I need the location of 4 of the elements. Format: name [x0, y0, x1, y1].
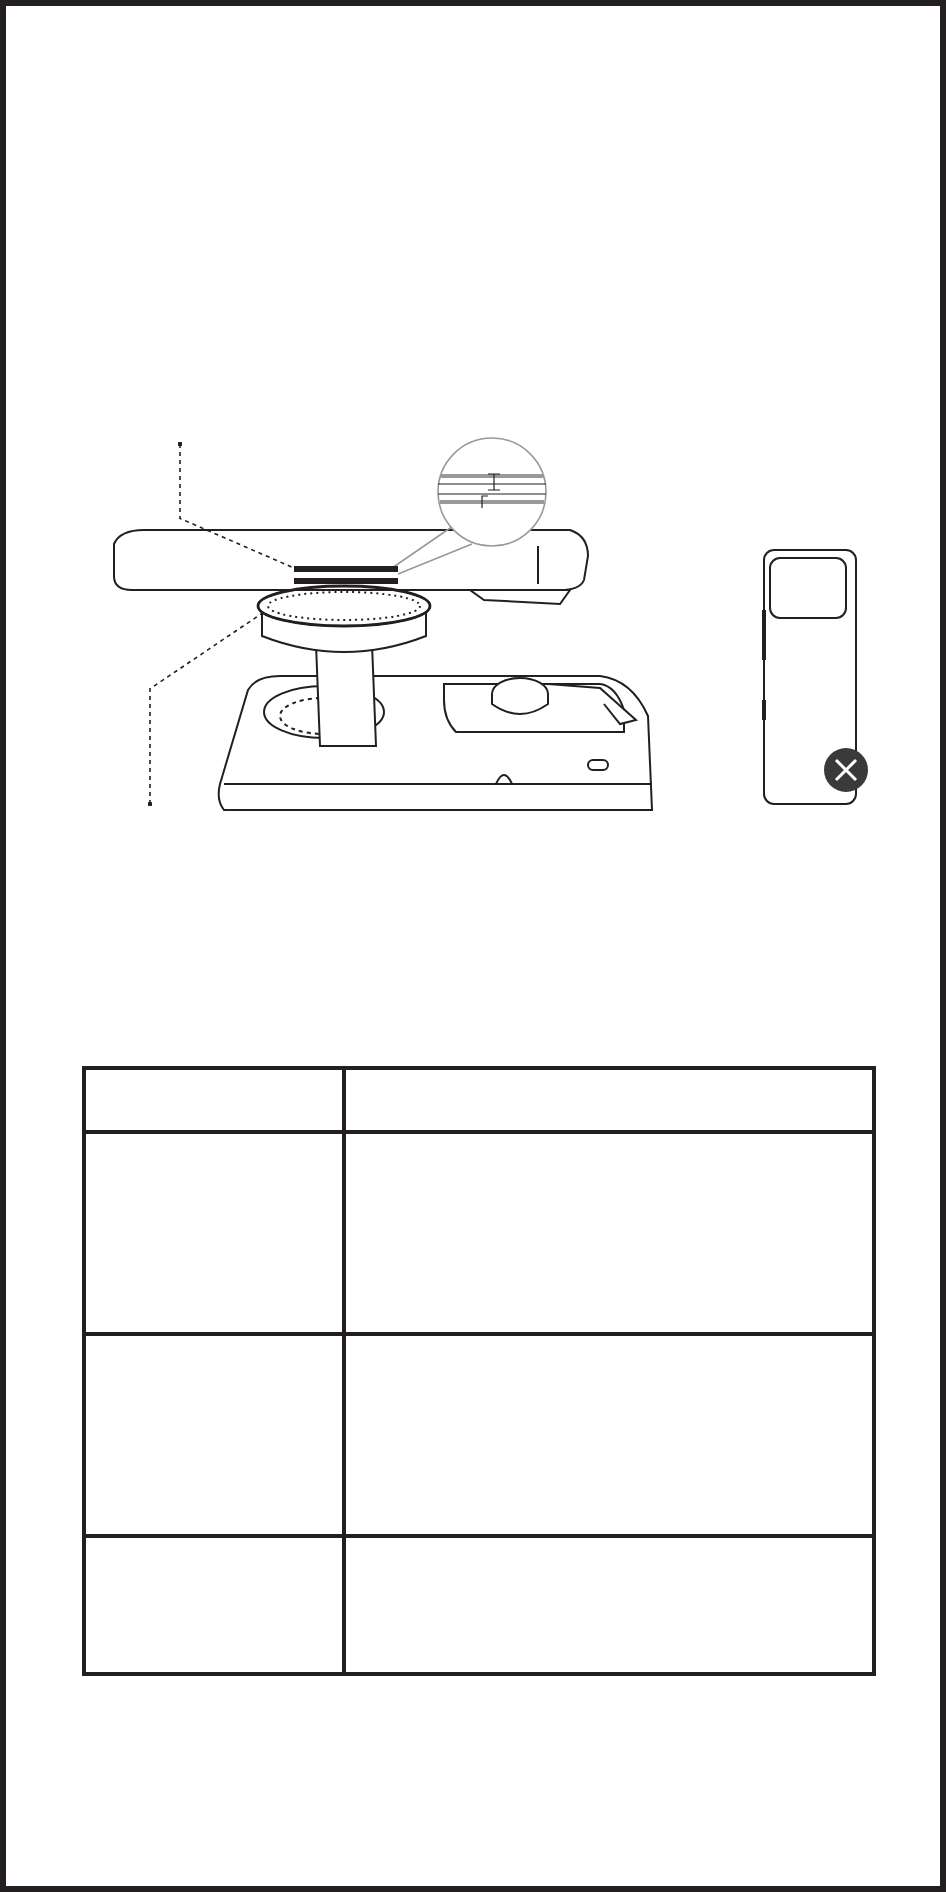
leader-line — [147, 611, 265, 807]
mount-ring — [256, 584, 432, 628]
magnet-plate — [294, 566, 398, 584]
leader-line — [177, 441, 295, 569]
